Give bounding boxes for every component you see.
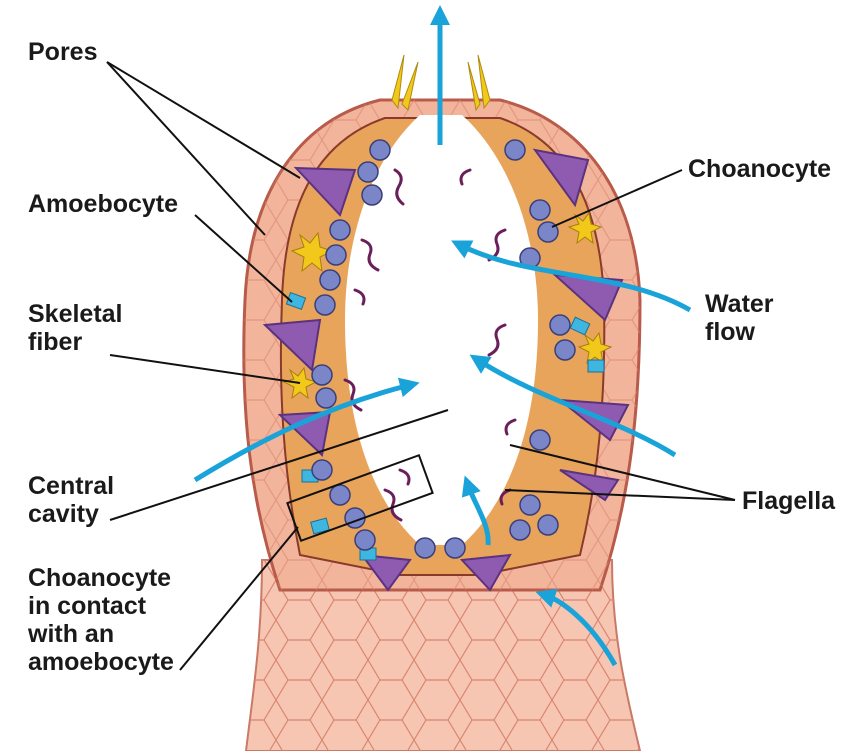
label-skeletal-fiber: Skeletal fiber	[28, 300, 123, 356]
label-choanocyte-contact: Choanocyte in contact with an amoebocyte	[28, 564, 174, 676]
label-water-flow: Water flow	[705, 290, 774, 346]
label-central-cavity: Central cavity	[28, 472, 114, 528]
label-pores: Pores	[28, 38, 97, 66]
label-flagella: Flagella	[742, 487, 835, 515]
label-amoebocyte: Amoebocyte	[28, 190, 178, 218]
label-choanocyte: Choanocyte	[688, 155, 831, 183]
